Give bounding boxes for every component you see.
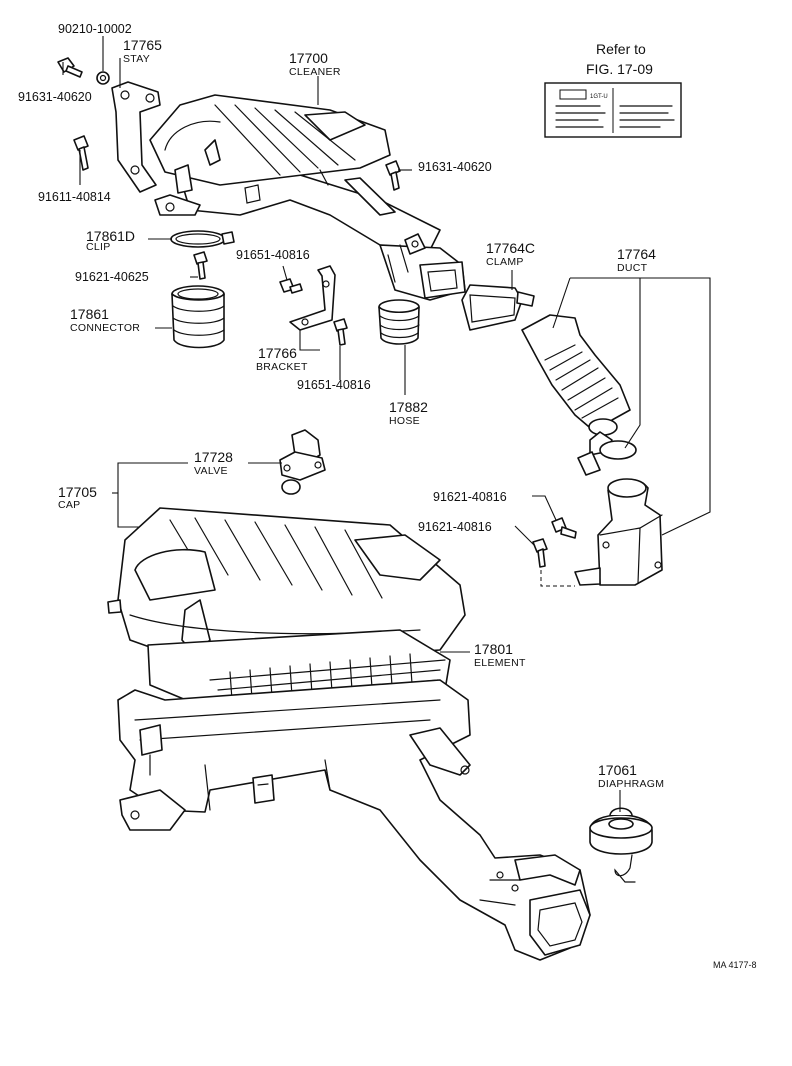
valve	[279, 429, 326, 495]
bolt-left-top	[57, 57, 83, 78]
air-cleaner-assembly-upper	[149, 94, 466, 301]
bolt-connector	[193, 251, 208, 280]
bolt-right-top	[385, 160, 401, 191]
resonator	[574, 478, 663, 586]
label-17700-number: 17700	[289, 50, 328, 66]
label-17861d-name: CLIP	[86, 241, 111, 253]
label-17728-number: 17728	[194, 449, 233, 465]
callout-labels: 90210-10002 17765 STAY 91631-40620 91611…	[18, 22, 664, 790]
nut	[96, 71, 110, 85]
bolt-stay	[73, 135, 89, 171]
clamp	[461, 284, 535, 331]
reference-line-1: Refer to	[596, 41, 646, 57]
stay-bracket	[111, 81, 161, 193]
label-17882-number: 17882	[389, 399, 428, 415]
label-17061-name: DIAPHRAGM	[598, 778, 664, 790]
reference-thumbnail: 1GT-U	[544, 82, 682, 138]
label-91621-40625: 91621-40625	[75, 270, 149, 284]
label-91651-40816-lower: 91651-40816	[297, 378, 371, 392]
label-17705-name: CAP	[58, 499, 81, 511]
label-17801-number: 17801	[474, 641, 513, 657]
bolt-resonator-b	[532, 538, 548, 568]
connector	[171, 285, 225, 349]
bolt-bracket-lower	[333, 318, 348, 346]
figure-code: MA 4177-8	[713, 960, 757, 970]
label-17765-name: STAY	[123, 53, 150, 65]
leader-lines	[62, 36, 711, 812]
label-17061-number: 17061	[598, 762, 637, 778]
reference-line-2: FIG. 17-09	[586, 61, 653, 77]
label-17764-name: DUCT	[617, 262, 648, 274]
bolt-bracket-upper	[279, 278, 303, 294]
label-17801-name: ELEMENT	[474, 657, 526, 669]
label-17766-name: BRACKET	[256, 361, 308, 373]
label-91651-40816-upper: 91651-40816	[236, 248, 310, 262]
label-91611-40814: 91611-40814	[38, 190, 111, 204]
label-17861-name: CONNECTOR	[70, 322, 140, 334]
label-17882-name: HOSE	[389, 415, 420, 427]
label-17705-number: 17705	[58, 484, 97, 500]
label-17765-number: 17765	[123, 37, 162, 53]
bracket	[289, 265, 336, 331]
label-17861d-number: 17861D	[86, 228, 135, 244]
hose	[378, 299, 420, 345]
label-17700-name: CLEANER	[289, 66, 341, 78]
label-17764c-name: CLAMP	[486, 256, 524, 268]
label-90210-10002: 90210-10002	[58, 22, 132, 36]
lower-case	[117, 679, 591, 961]
label-91621-40816-b: 91621-40816	[418, 520, 492, 534]
label-91621-40816-a: 91621-40816	[433, 490, 507, 504]
reference-note: Refer to FIG. 17-09 1GT-U	[544, 41, 682, 138]
label-91631-40620-left: 91631-40620	[18, 90, 92, 104]
label-17728-name: VALVE	[194, 465, 228, 477]
label-91631-40620-right: 91631-40620	[418, 160, 492, 174]
clip	[170, 230, 235, 248]
label-17861-number: 17861	[70, 306, 109, 322]
bolt-dashed-guide	[540, 570, 575, 587]
bolt-resonator-a	[551, 517, 577, 539]
diaphragm	[589, 807, 653, 883]
duct	[521, 314, 631, 456]
label-17766-number: 17766	[258, 345, 297, 361]
label-17764c-number: 17764C	[486, 240, 535, 256]
reference-thumb-tag: 1GT-U	[590, 94, 608, 100]
duct-ring-clamp	[577, 440, 637, 476]
label-17764-number: 17764	[617, 246, 656, 262]
